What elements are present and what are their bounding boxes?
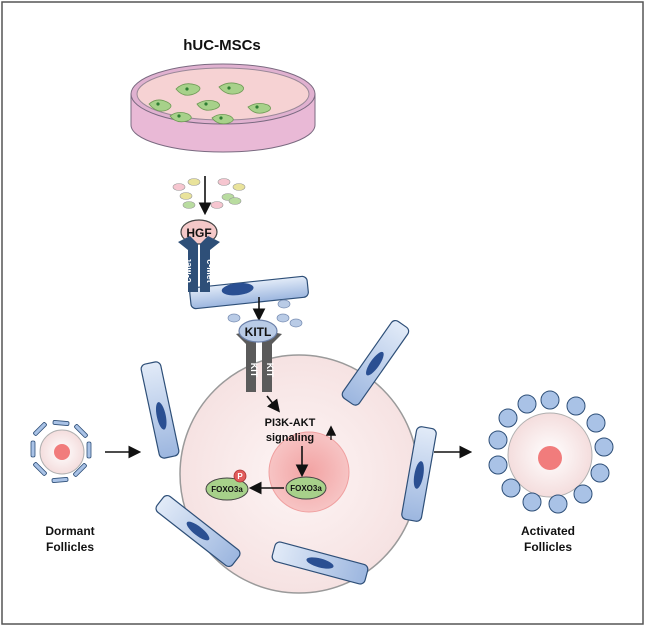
foxo3a-nuclear-label: FOXO3a <box>290 484 322 493</box>
petri-dish <box>130 63 316 153</box>
foxo3a-nuclear: FOXO3a <box>285 476 327 500</box>
foxo3a-phospho-label: FOXO3a <box>211 485 243 494</box>
phospho-mark: P <box>237 472 243 481</box>
granulosa-cells <box>140 319 437 585</box>
kitl-vesicles <box>227 299 303 328</box>
activated-label-line2: Follicles <box>524 540 572 554</box>
oocyte-nucleus <box>268 431 350 513</box>
stem-cells <box>148 82 271 125</box>
dormant-follicle <box>30 420 92 483</box>
hgf-label: HGF <box>186 226 211 240</box>
activated-follicle <box>488 390 614 514</box>
kitl-label: KITL <box>245 325 272 339</box>
activated-label-line1: Activated <box>521 524 575 538</box>
title-hUC-MSCs: hUC-MSCs <box>183 37 261 54</box>
kit-receptor: KIT KIT KITL <box>236 319 282 392</box>
kit-left-label: KIT <box>249 363 259 378</box>
pathway-label-line2: signaling <box>266 432 314 444</box>
foxo3a-phosphorylated: FOXO3a P <box>205 469 249 501</box>
cmet-left-label: c-Met <box>183 259 193 283</box>
kit-right-label: KIT <box>265 363 275 378</box>
secreted-vesicles <box>172 178 246 209</box>
arrow-kit-to-pi3k <box>266 395 280 413</box>
dormant-label-line1: Dormant <box>45 524 94 538</box>
dormant-label-line2: Follicles <box>46 540 94 554</box>
cmet-right-label: c-Met <box>205 259 215 283</box>
cmet-receptor-cell: c-Met c-Met <box>178 236 309 310</box>
pathway-label-line1: PI3K-AKT <box>265 417 316 429</box>
